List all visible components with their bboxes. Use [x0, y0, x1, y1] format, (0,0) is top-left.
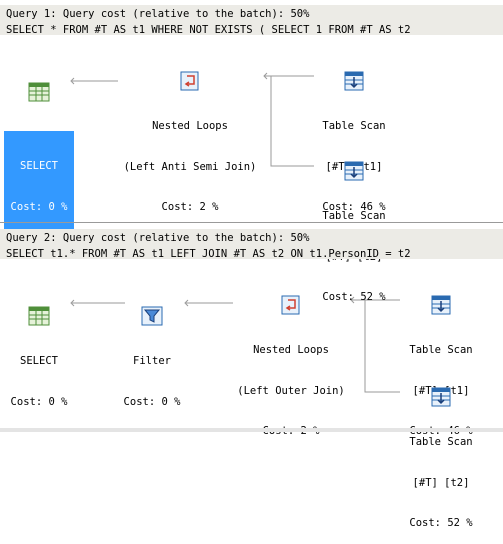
q1-select-label: SELECT: [20, 160, 58, 172]
table-scan-icon: [431, 387, 451, 407]
q2-filter-label: Filter: [133, 355, 171, 367]
select-icon: [28, 82, 50, 102]
table-scan-icon: [344, 71, 364, 91]
query2-cost-header: Query 2: Query cost (relative to the bat…: [6, 232, 310, 244]
q2-table-scan-t2-node[interactable]: Table Scan [#T] [t2] Cost: 52 %: [401, 360, 481, 544]
q2-nested-loops-subtype: (Left Outer Join): [237, 384, 345, 397]
q2-filter-node[interactable]: Filter Cost: 0 %: [120, 279, 184, 423]
query1-sql-text: SELECT * FROM #T AS t1 WHERE NOT EXISTS …: [6, 24, 411, 36]
query1-header-panel: Query 1: Query cost (relative to the bat…: [0, 5, 503, 36]
table-scan-icon: [431, 295, 451, 315]
q2-table-scan-t1-label: Table Scan: [409, 344, 473, 356]
q2-table-scan-t2-label: Table Scan: [409, 436, 473, 448]
q2-table-scan-t2-object: [#T] [t2]: [412, 476, 470, 489]
plan-divider: [0, 222, 503, 223]
q1-select-cost: Cost: 0 %: [10, 200, 68, 213]
q1-table-scan-t2-label: Table Scan: [322, 210, 386, 222]
q1-table-scan-t1-cost: Cost: 46 %: [322, 201, 386, 213]
select-icon: [28, 306, 50, 326]
q2-select-node[interactable]: SELECT Cost: 0 %: [4, 279, 74, 423]
nested-loops-icon: [180, 71, 199, 91]
q2-select-cost: Cost: 0 %: [10, 395, 68, 408]
q2-select-label: SELECT: [20, 355, 58, 367]
q2-nested-loops-label: Nested Loops: [253, 344, 329, 356]
q1-table-scan-t1-label: Table Scan: [322, 120, 386, 132]
q1-table-scan-t2-cost: Cost: 52 %: [322, 291, 386, 303]
q1-nested-loops-label: Nested Loops: [152, 120, 228, 132]
query1-cost-header: Query 1: Query cost (relative to the bat…: [6, 8, 310, 20]
q2-table-scan-t2-cost: Cost: 52 %: [409, 517, 473, 529]
q1-select-selected-label: SELECT Cost: 0 %: [4, 131, 74, 243]
plan-connectors: [70, 72, 400, 393]
q1-select-node[interactable]: SELECT Cost: 0 %: [4, 55, 74, 257]
q2-nested-loops-node[interactable]: Nested Loops (Left Outer Join) Cost: 2 %: [228, 268, 354, 452]
query2-sql-text: SELECT t1.* FROM #T AS t1 LEFT JOIN #T A…: [6, 248, 411, 260]
q1-nested-loops-cost: Cost: 2 %: [161, 201, 219, 213]
nested-loops-icon: [281, 295, 300, 315]
q1-nested-loops-node[interactable]: Nested Loops (Left Anti Semi Join) Cost:…: [118, 44, 262, 228]
filter-icon: [141, 306, 163, 326]
q2-filter-cost: Cost: 0 %: [123, 395, 181, 408]
q1-nested-loops-subtype: (Left Anti Semi Join): [123, 160, 257, 173]
horizontal-scrollbar-edge[interactable]: [0, 428, 503, 432]
query2-header-panel: Query 2: Query cost (relative to the bat…: [0, 229, 503, 260]
table-scan-icon: [344, 161, 364, 181]
